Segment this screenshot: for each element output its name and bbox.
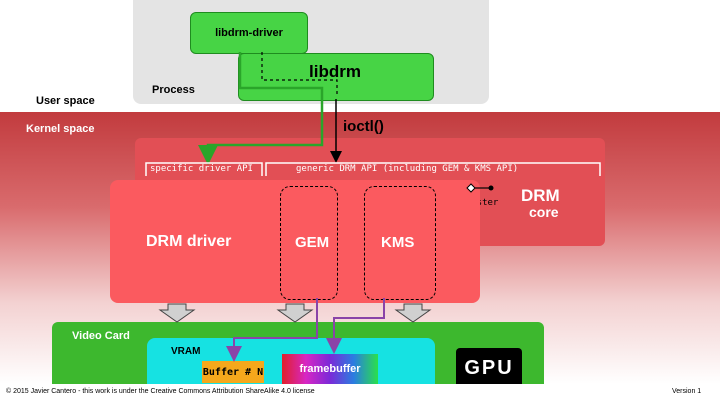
- register-diamond-icon: [466, 183, 476, 193]
- libdrm-driver-label: libdrm-driver: [215, 27, 283, 39]
- kms-to-framebuffer-arrow: [326, 298, 385, 354]
- version-text: Version 1: [672, 388, 702, 395]
- drm-driver-label: DRM driver: [146, 233, 232, 250]
- video-card-label: Video Card: [72, 330, 130, 342]
- license-text: © 2015 Javier Cantero - this work is und…: [6, 388, 315, 395]
- libdrm-label: libdrm: [309, 62, 361, 81]
- drm-core-label-line1: DRM: [521, 186, 560, 205]
- gem-box: GEM: [280, 186, 338, 300]
- framebuffer-box: framebuffer: [282, 354, 378, 384]
- vram-label: VRAM: [171, 346, 201, 357]
- specific-api-bracket: [145, 162, 263, 176]
- ioctl-label: ioctl(): [343, 118, 384, 135]
- register-dot-icon: [488, 185, 494, 191]
- libdrm-box: libdrm: [238, 53, 434, 101]
- gem-to-buffer-arrow: [226, 298, 318, 362]
- specific-api-arrow: [198, 52, 324, 165]
- down-arrow-gem-icon: [276, 303, 314, 323]
- down-arrow-driver-icon: [158, 303, 196, 323]
- kms-box: KMS: [364, 186, 436, 300]
- framebuffer-label: framebuffer: [299, 363, 361, 375]
- process-label: Process: [152, 84, 195, 96]
- user-space-label: User space: [36, 95, 95, 107]
- drm-core-label-line2: core: [529, 204, 559, 220]
- down-arrow-kms-icon: [394, 303, 432, 323]
- buffer-box: Buffer # N: [202, 361, 264, 383]
- libdrm-driver-to-libdrm-dashed: [261, 52, 338, 94]
- buffer-label: Buffer # N: [202, 366, 264, 378]
- specific-api-label: specific driver API: [150, 164, 253, 174]
- drm-driver-box: DRM driver: [110, 180, 480, 303]
- gpu-label: GPU: [464, 356, 514, 379]
- generic-api-label: generic DRM API (including GEM & KMS API…: [296, 164, 519, 174]
- gem-label: GEM: [295, 234, 330, 251]
- kms-label: KMS: [381, 234, 415, 251]
- gpu-box: GPU: [456, 348, 522, 388]
- footer: © 2015 Javier Cantero - this work is und…: [0, 384, 720, 402]
- kernel-space-label: Kernel space: [26, 123, 95, 135]
- libdrm-driver-box: libdrm-driver: [190, 12, 308, 54]
- generic-api-bracket: [265, 162, 601, 176]
